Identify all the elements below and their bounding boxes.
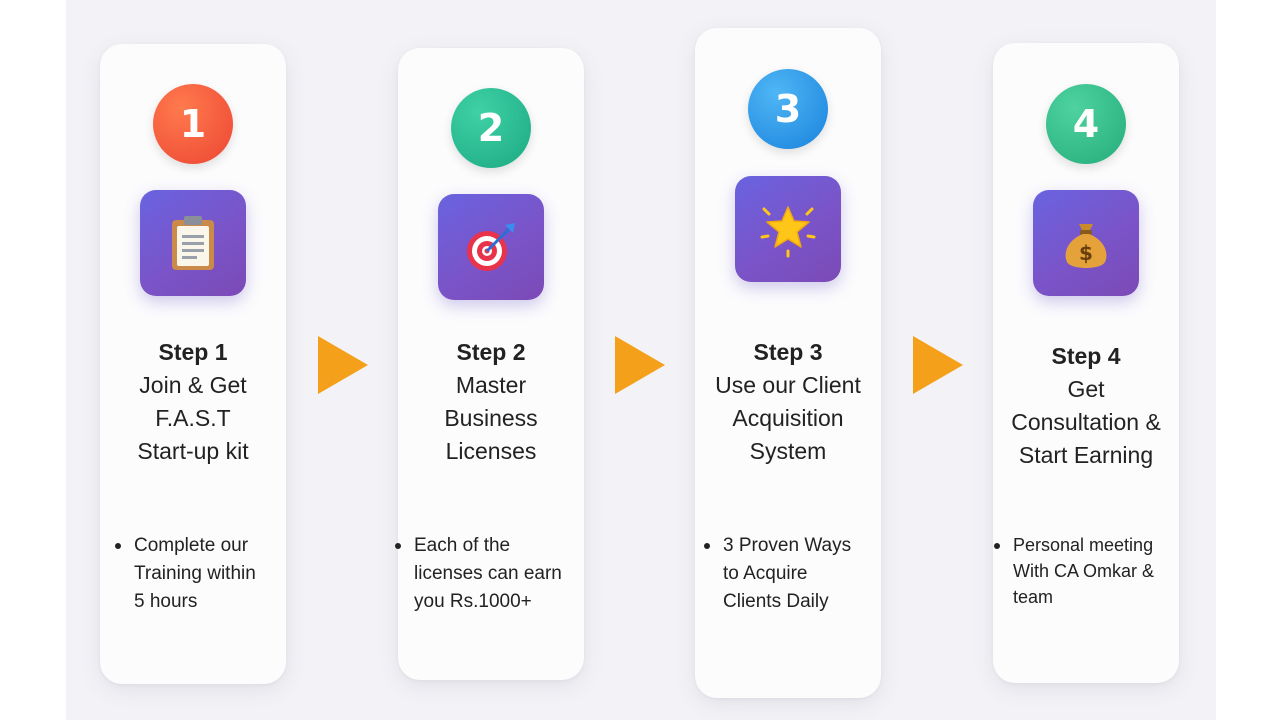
- step-label: Step 1: [158, 339, 228, 365]
- bullet-line: With CA Omkar &: [1013, 561, 1155, 581]
- step-card-1: 1 Step 1 Join & Get F.A.S.T Start-up kit…: [100, 44, 286, 684]
- clipboard-icon: [172, 216, 214, 270]
- step-bullet: Each of the licenses can earn you Rs.100…: [392, 532, 604, 616]
- bullet-line: 5 hours: [134, 591, 198, 612]
- step-desc-line: Business: [444, 405, 538, 431]
- bullet-line: team: [1013, 587, 1054, 607]
- bullet-line: licenses can earn: [414, 563, 562, 584]
- step-desc-line: Start Earning: [1018, 442, 1154, 468]
- bullet-line: Training within: [134, 563, 256, 584]
- step-desc-line: Licenses: [445, 438, 537, 464]
- step-number-badge: 2: [451, 88, 531, 168]
- step-label: Step 4: [1051, 343, 1121, 369]
- star-icon: [760, 206, 816, 258]
- bullet-line: to Acquire: [723, 563, 808, 584]
- bullet-line: 3 Proven Ways: [723, 535, 852, 556]
- arrow-icon: [913, 336, 963, 394]
- step-card-3: 3 Step 3 Use our Client Acquisition Syst…: [695, 28, 881, 698]
- steps-diagram: 1 Step 1 Join & Get F.A.S.T Start-up kit…: [66, 0, 1216, 720]
- step-desc-line: Master: [455, 372, 527, 398]
- bullet-line: Each of the: [414, 535, 511, 556]
- bullet-line: you Rs.1000+: [414, 591, 532, 612]
- step-desc-line: System: [749, 438, 827, 464]
- step-icon-box: $: [1033, 190, 1139, 296]
- step-number-badge: 4: [1046, 84, 1126, 164]
- step-icon-box: [438, 194, 544, 300]
- step-text: Step 2 Master Business Licenses: [398, 336, 584, 468]
- step-text: Step 1 Join & Get F.A.S.T Start-up kit: [100, 336, 286, 468]
- arrow-icon: [318, 336, 368, 394]
- step-icon-box: [735, 176, 841, 282]
- step-desc-line: Consultation &: [1011, 409, 1161, 435]
- step-text: Step 4 Get Consultation & Start Earning: [993, 340, 1179, 472]
- svg-text:$: $: [1079, 241, 1093, 265]
- step-icon-box: [140, 190, 246, 296]
- bullet-line: Complete our: [134, 535, 249, 556]
- target-icon: [467, 223, 515, 271]
- step-desc-line: Acquisition: [732, 405, 844, 431]
- arrow-icon: [615, 336, 665, 394]
- step-desc-line: Join & Get: [139, 372, 247, 398]
- step-desc-line: Use our Client: [715, 372, 861, 398]
- step-number-badge: 1: [153, 84, 233, 164]
- step-bullet: 3 Proven Ways to Acquire Clients Daily: [701, 532, 899, 616]
- step-card-2: 2 Step 2 Master Business Licenses Each o…: [395, 48, 584, 680]
- step-desc-line: F.A.S.T: [155, 405, 231, 431]
- step-number-badge: 3: [748, 69, 828, 149]
- step-desc-line: Get: [1067, 376, 1105, 402]
- step-text: Step 3 Use our Client Acquisition System: [695, 336, 881, 468]
- step-card-4: 4 $ Step 4 Get Consultation & Start Earn…: [993, 43, 1179, 683]
- money-bag-icon: $: [1065, 224, 1107, 268]
- step-label: Step 3: [753, 339, 823, 365]
- bullet-line: Clients Daily: [723, 591, 829, 612]
- step-label: Step 2: [456, 339, 526, 365]
- step-desc-line: Start-up kit: [137, 438, 249, 464]
- bullet-line: Personal meeting: [1013, 535, 1154, 555]
- step-bullet: Complete our Training within 5 hours: [112, 532, 302, 616]
- step-bullet: Personal meeting With CA Omkar & team: [991, 532, 1199, 610]
